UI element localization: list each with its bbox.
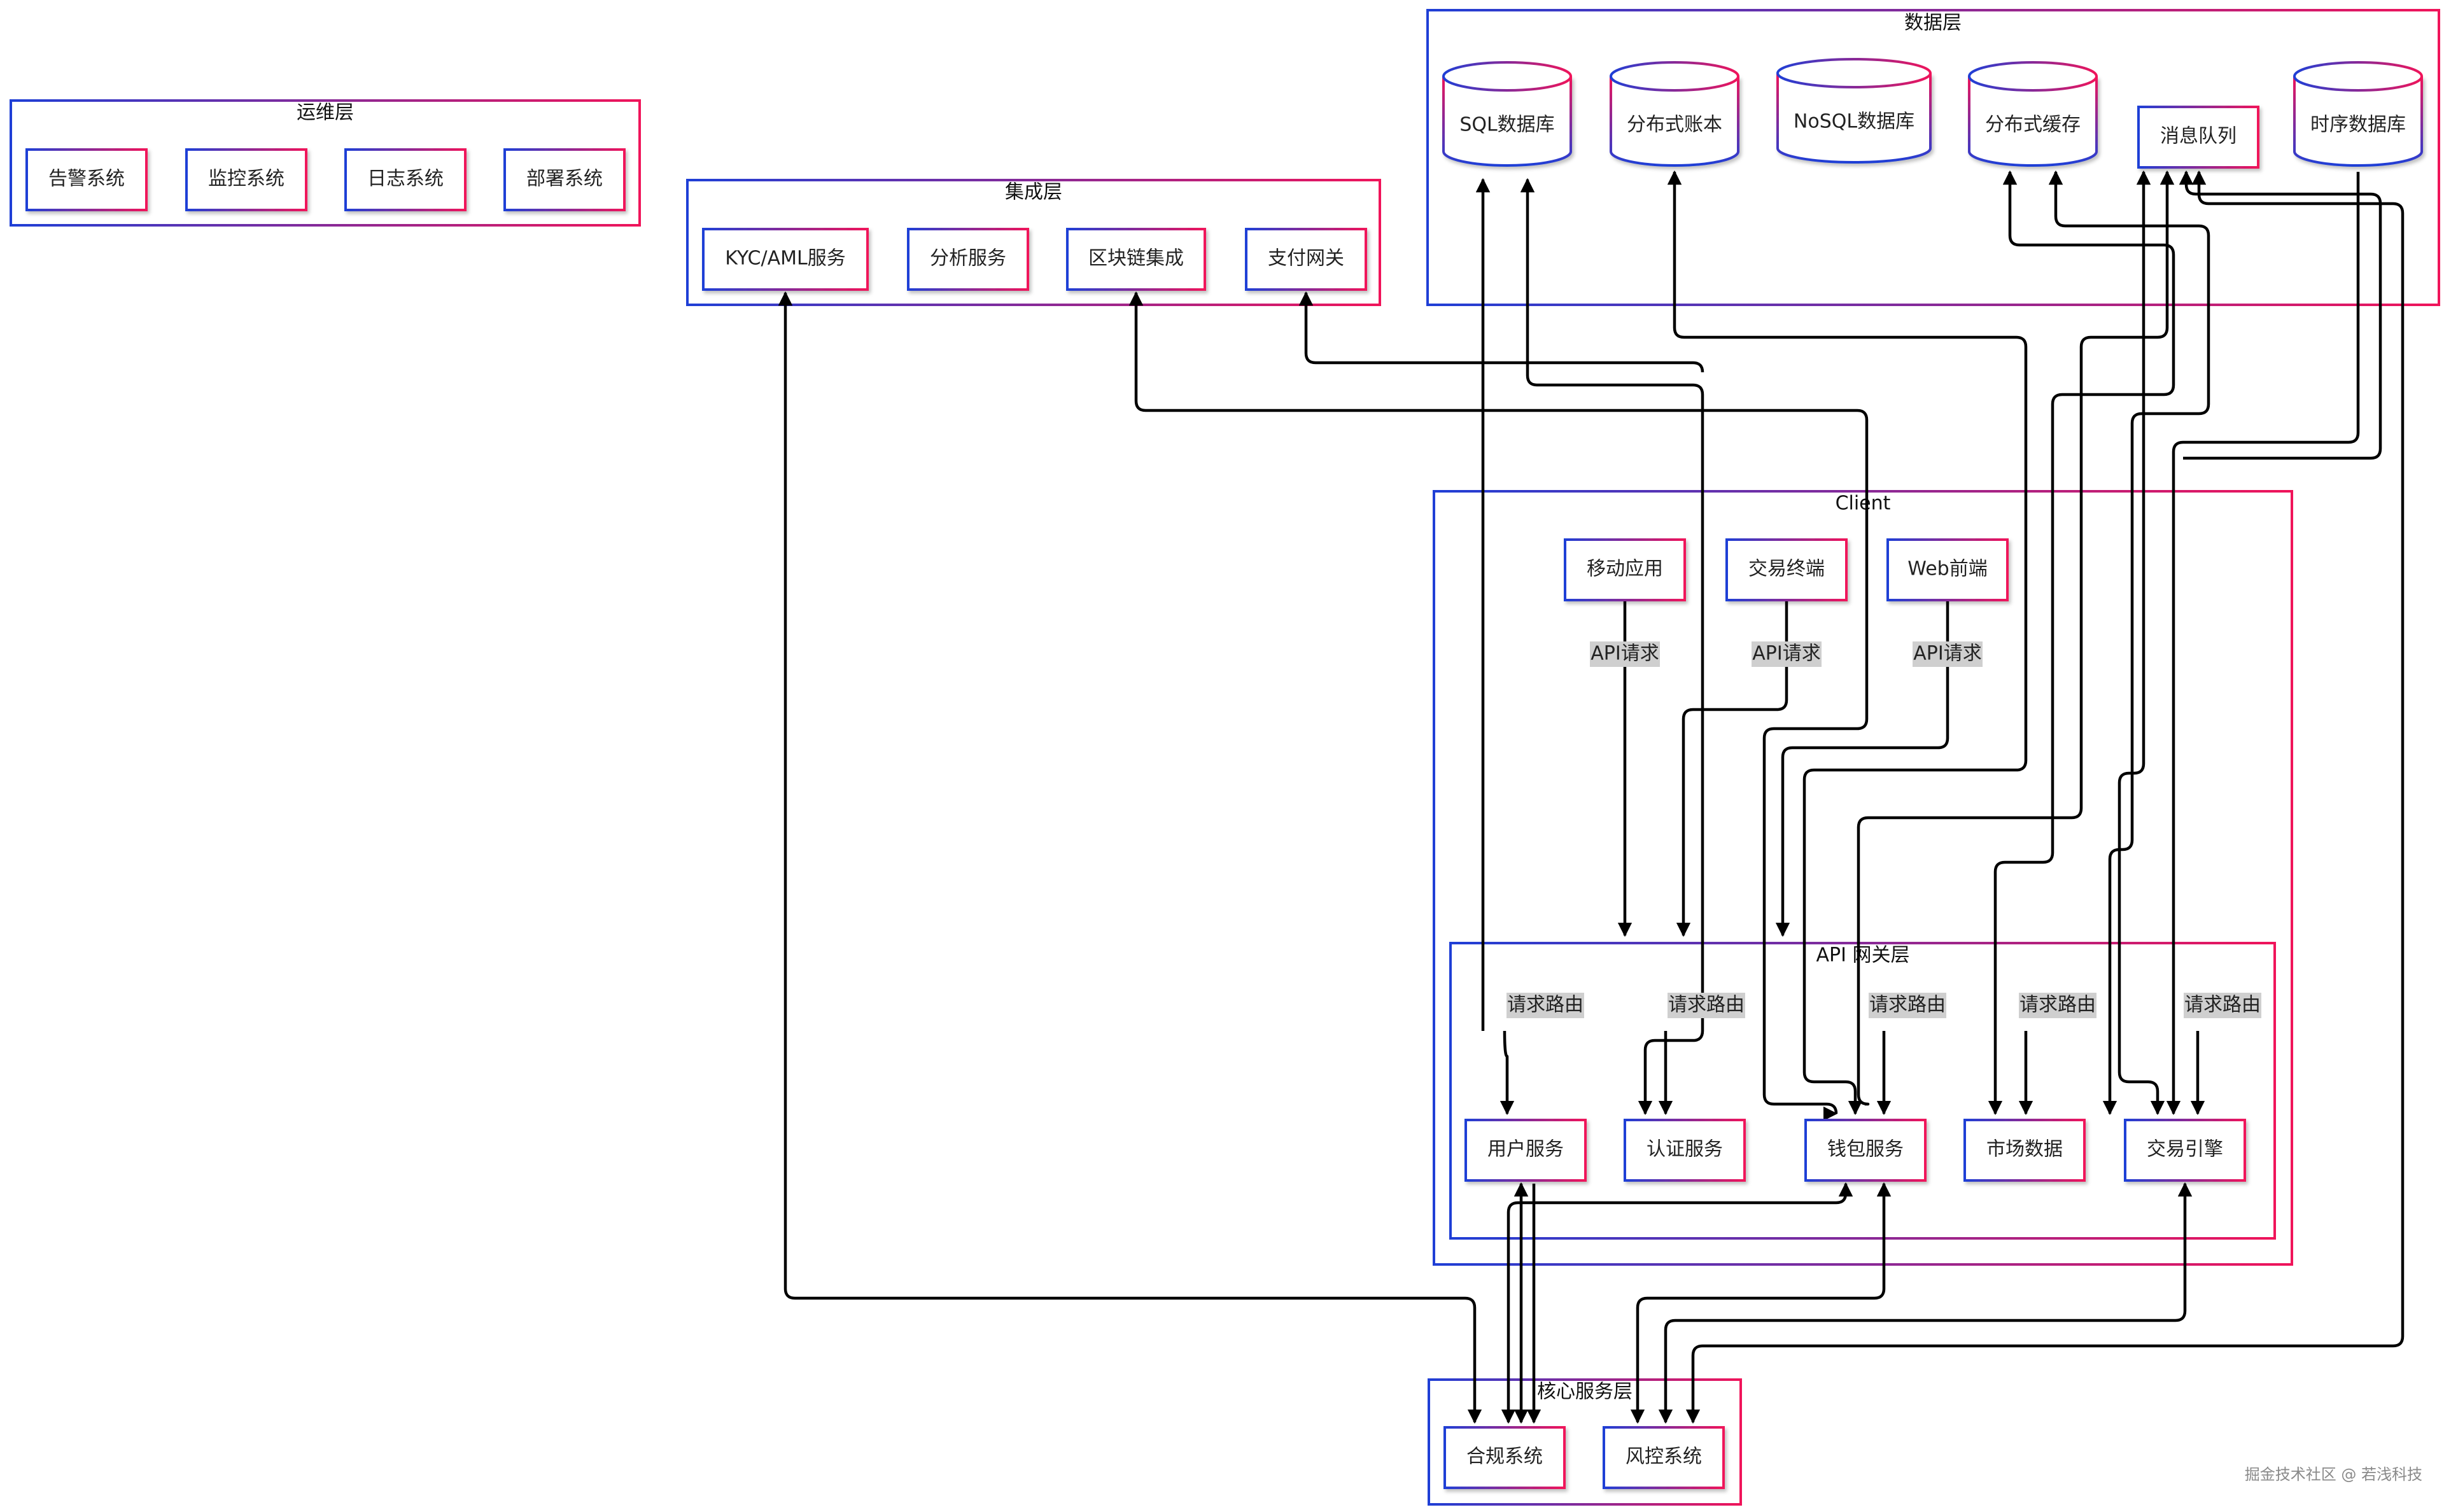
nodes: 告警系统 监控系统 日志系统 部署系统 KYC/AML服务 分析服务 区块链集成… <box>25 106 2259 1489</box>
svg-text:交易引擎: 交易引擎 <box>2147 1138 2223 1161</box>
group-core-title: 核心服务层 <box>1537 1381 1633 1403</box>
group-data-title: 数据层 <box>1904 12 1962 34</box>
edge-engine-risk <box>1658 1182 2193 1424</box>
node-distributed-cache[interactable]: 分布式缓存 <box>1968 61 2098 167</box>
node-message-queue[interactable]: 消息队列 <box>2137 106 2259 169</box>
edge-labels: API请求 API请求 API请求 请求路由 请求路由 请求路由 请求路由 请求… <box>1506 641 2261 1018</box>
svg-text:市场数据: 市场数据 <box>1986 1138 2063 1161</box>
node-deploy[interactable]: 部署系统 <box>503 148 626 211</box>
svg-text:分布式缓存: 分布式缓存 <box>1985 114 2081 136</box>
svg-text:用户服务: 用户服务 <box>1487 1138 1564 1161</box>
edge-wallet-risk <box>1630 1182 1892 1424</box>
label-route-2: 请求路由 <box>1668 994 1745 1016</box>
node-kyc[interactable]: KYC/AML服务 <box>702 228 869 291</box>
node-web[interactable]: Web前端 <box>1886 538 2009 601</box>
group-client-title: Client <box>1836 493 1891 515</box>
label-api-mobile: API请求 <box>1591 643 1659 665</box>
group-ops: 运维层 <box>10 99 641 227</box>
node-market-data[interactable]: 市场数据 <box>1963 1119 2086 1182</box>
group-data: 数据层 <box>1426 9 2440 306</box>
svg-text:钱包服务: 钱包服务 <box>1827 1138 1904 1161</box>
node-mobile[interactable]: 移动应用 <box>1564 538 1686 601</box>
node-risk[interactable]: 风控系统 <box>1603 1426 1725 1489</box>
svg-text:认证服务: 认证服务 <box>1647 1138 1723 1161</box>
node-user-service[interactable]: 用户服务 <box>1464 1119 1587 1182</box>
edge-cache-market2 <box>2048 170 2210 1116</box>
svg-text:消息队列: 消息队列 <box>2160 125 2237 148</box>
svg-text:时序数据库: 时序数据库 <box>2310 114 2406 136</box>
node-wallet-service[interactable]: 钱包服务 <box>1804 1119 1927 1182</box>
edge-mq-engine <box>2117 170 2165 1116</box>
group-gateway-title: API 网关层 <box>1816 944 1910 967</box>
edge-tsdb-engine <box>2172 172 2360 821</box>
node-log[interactable]: 日志系统 <box>344 148 467 211</box>
node-analytics[interactable]: 分析服务 <box>907 228 1029 291</box>
node-alert[interactable]: 告警系统 <box>25 148 148 211</box>
edge-blockchain-wallet <box>1128 291 1869 1116</box>
data-stores: SQL数据库 分布式账本 NoSQL数据库 分布式缓存 时序数据库 <box>1442 58 2423 167</box>
node-terminal[interactable]: 交易终端 <box>1725 538 1848 601</box>
svg-text:区块链集成: 区块链集成 <box>1088 248 1184 270</box>
node-auth-service[interactable]: 认证服务 <box>1624 1119 1746 1182</box>
node-monitor[interactable]: 监控系统 <box>185 148 307 211</box>
label-api-terminal: API请求 <box>1752 643 1820 665</box>
svg-text:部署系统: 部署系统 <box>526 168 603 190</box>
svg-text:交易终端: 交易终端 <box>1748 558 1825 580</box>
node-compliance[interactable]: 合规系统 <box>1443 1426 1566 1489</box>
group-ops-title: 运维层 <box>297 102 354 124</box>
edge-route-user <box>1499 1030 1515 1116</box>
node-trading-engine[interactable]: 交易引擎 <box>2124 1119 2246 1182</box>
node-distributed-ledger[interactable]: 分布式账本 <box>1610 61 1739 167</box>
svg-text:NoSQL数据库: NoSQL数据库 <box>1794 111 1914 133</box>
edge-kyc-compliance <box>778 291 1482 1424</box>
node-nosql-db[interactable]: NoSQL数据库 <box>1776 58 1932 164</box>
label-route-5: 请求路由 <box>2184 994 2261 1016</box>
label-route-4: 请求路由 <box>2019 994 2096 1016</box>
watermark-text: 掘金技术社区 @ 若浅科技 <box>2245 1466 2422 1483</box>
svg-text:SQL数据库: SQL数据库 <box>1459 114 1554 136</box>
svg-text:分析服务: 分析服务 <box>930 248 1006 270</box>
svg-text:告警系统: 告警系统 <box>48 168 125 190</box>
edges <box>778 170 2405 1424</box>
svg-text:支付网关: 支付网关 <box>1268 248 1344 270</box>
node-timeseries-db[interactable]: 时序数据库 <box>2293 61 2423 167</box>
node-sql-db[interactable]: SQL数据库 <box>1442 61 1572 167</box>
svg-text:Web前端: Web前端 <box>1907 558 1987 580</box>
label-api-web: API请求 <box>1913 643 1981 665</box>
svg-text:KYC/AML服务: KYC/AML服务 <box>725 248 845 270</box>
edge-mq-engine-loop <box>2179 170 2382 460</box>
node-blockchain[interactable]: 区块链集成 <box>1066 228 1206 291</box>
node-payment[interactable]: 支付网关 <box>1245 228 1367 291</box>
edge-cache-market <box>1988 170 2175 1116</box>
svg-text:风控系统: 风控系统 <box>1626 1446 1702 1468</box>
label-route-1: 请求路由 <box>1507 994 1584 1016</box>
svg-text:分布式账本: 分布式账本 <box>1627 114 1722 136</box>
svg-text:监控系统: 监控系统 <box>208 168 284 190</box>
group-integration-title: 集成层 <box>1005 181 1062 204</box>
svg-text:日志系统: 日志系统 <box>367 168 444 190</box>
label-route-3: 请求路由 <box>1869 994 1946 1016</box>
svg-text:移动应用: 移动应用 <box>1587 558 1663 580</box>
svg-text:合规系统: 合规系统 <box>1466 1446 1543 1468</box>
edge-mq-risk <box>1685 170 2405 1424</box>
group-gateway: API 网关层 <box>1449 942 2276 1240</box>
